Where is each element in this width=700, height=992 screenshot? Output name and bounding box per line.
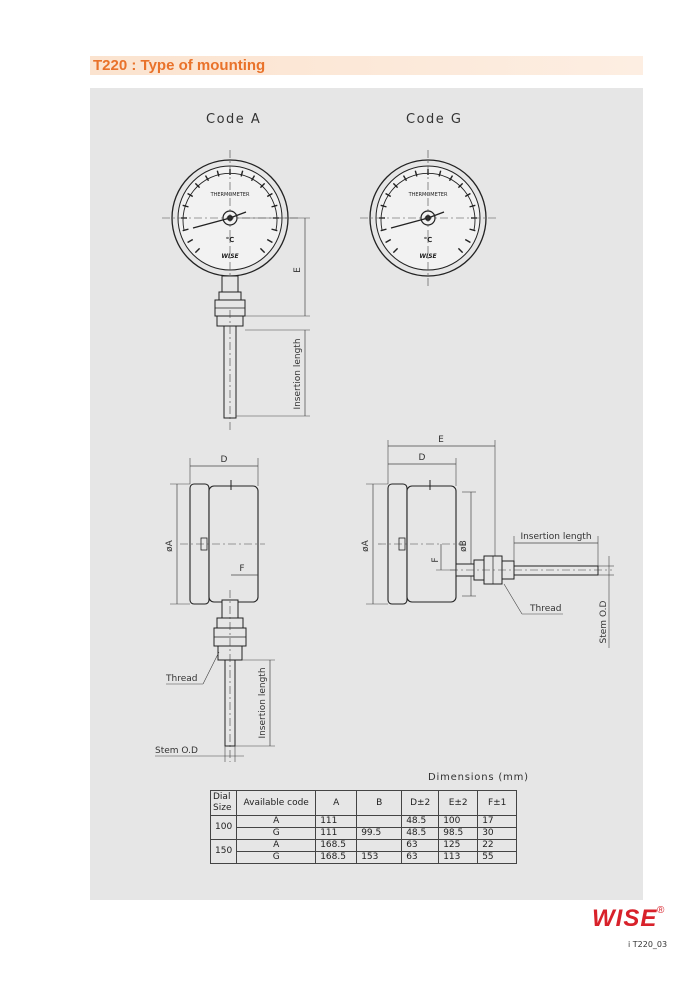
dial-brand: WISE — [221, 253, 239, 260]
header-f: F±1 — [477, 790, 518, 816]
thread-label-g: Thread — [529, 604, 561, 614]
header-a: A — [315, 790, 358, 816]
dim-phi-b-label: øB — [459, 540, 469, 552]
dim-phi-a-label-g: øA — [361, 539, 371, 552]
header-dial-size: Dial Size — [209, 790, 238, 816]
header-e: E±2 — [438, 790, 479, 816]
insertion-length-label: Insertion length — [293, 338, 303, 409]
dial-size-cell: 100 — [209, 815, 238, 840]
thread-label-a: Thread — [165, 674, 197, 684]
stem-od-label-g: Stem O.D — [599, 600, 609, 643]
dim-phi-a-label: øA — [165, 539, 175, 552]
title-bar: T220 : Type of mounting — [90, 56, 643, 75]
code-g-gauge: THERMOMETER ℃ WISE — [360, 150, 496, 286]
page-code: i T220_03 — [628, 940, 668, 949]
table-row: 150 A 168.5 63 125 22 — [209, 839, 518, 864]
code-g-label: Code G — [406, 112, 463, 127]
table-row: G 111 99.5 48.5 98.5 30 — [211, 827, 518, 840]
page-title: T220 : Type of mounting — [93, 57, 266, 74]
table-row: 100 A 111 48.5 100 17 — [209, 815, 518, 840]
svg-text:℃: ℃ — [226, 236, 234, 244]
insertion-length-label-g: Insertion length — [520, 532, 591, 542]
dim-d-label: D — [221, 455, 228, 465]
dim-d-label-g: D — [419, 453, 426, 463]
dim-f-label-g: F — [431, 557, 441, 562]
dial-size-cell: 150 — [209, 839, 238, 864]
stem-od-label-a: Stem O.D — [155, 746, 198, 756]
code-a-label: Code A — [206, 112, 262, 127]
header-available-code: Available code — [236, 790, 317, 816]
table-header-row: Dial Size Available code A B D±2 E±2 F±1 — [209, 790, 518, 816]
dim-e-label: E — [293, 267, 303, 273]
code-a-side-view: D øA F Thread Insertion length Stem O.D — [155, 455, 275, 762]
wise-logo: WISE — [592, 905, 658, 932]
code-g-side-view: E D øA øB F Insertion length T — [361, 435, 614, 648]
table-row: G 168.5 153 63 113 55 — [211, 851, 518, 864]
dim-f-label: F — [239, 564, 244, 574]
registered-mark: ® — [657, 905, 665, 916]
insertion-length-label-a: Insertion length — [258, 667, 268, 738]
header-b: B — [356, 790, 403, 816]
code-a-gauge: THERMOMETER ℃ WISE E Insertion length — [162, 150, 310, 430]
dial-brand-g: WISE — [419, 253, 437, 260]
dimensions-label: Dimensions (mm) — [428, 772, 529, 783]
dimensions-table: Dial Size Available code A B D±2 E±2 F±1… — [209, 790, 518, 864]
header-d: D±2 — [401, 790, 440, 816]
svg-text:℃: ℃ — [424, 236, 432, 244]
dim-e-label-g: E — [438, 435, 444, 445]
